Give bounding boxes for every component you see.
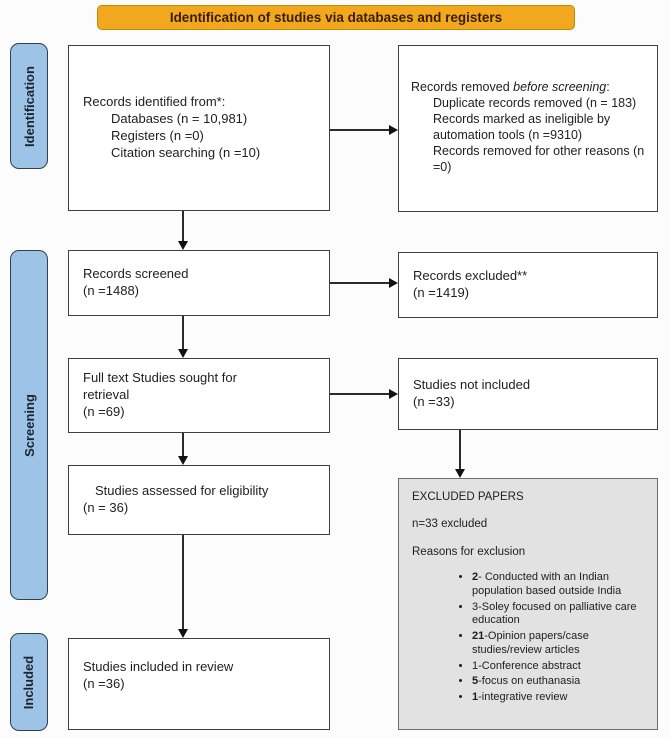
records-excluded-line1: Records excluded** [413, 268, 528, 284]
reason-item: 1-Conference abstract [472, 660, 643, 674]
studies-not-included-count: (n =33) [413, 394, 455, 409]
reason-item: 1-integrative review [472, 691, 643, 705]
box-studies-not-included: Studies not included (n =33) [398, 358, 658, 430]
box-studies-included: Studies included in review (n =36) [68, 638, 330, 730]
box-excluded-papers: EXCLUDED PAPERS n=33 excluded Reasons fo… [398, 478, 658, 730]
reason-item: 5-focus on euthanasia [472, 675, 643, 689]
reason-item: 2- Conducted with an Indian population b… [472, 571, 643, 599]
box-records-screened: Records screened (n =1488) [68, 250, 330, 316]
records-identified-registers: Registers (n =0) [111, 128, 204, 143]
records-identified-title: Records identified from*: [83, 94, 226, 110]
records-identified-citation: Citation searching (n =10) [111, 144, 261, 160]
banner-title: Identification of studies via databases … [97, 5, 575, 30]
reason-item: 3-Soley focused on palliative care educa… [472, 601, 643, 629]
studies-included-line1: Studies included in review [83, 659, 234, 674]
sidebar-label-included: Included [10, 633, 48, 731]
sidebar-label-identification: Identification [10, 43, 48, 169]
records-removed-duplicates: Duplicate records removed (n = 183) [433, 96, 637, 110]
records-removed-other: Records removed for other reasons (n =0) [433, 144, 645, 174]
fulltext-sought-count: (n =69) [83, 403, 125, 419]
fulltext-sought-line1: Full text Studies sought for [83, 370, 237, 386]
studies-assessed-count: (n = 36) [83, 500, 129, 515]
box-records-identified: Records identified from*: Databases (n =… [68, 45, 330, 211]
excluded-papers-heading: EXCLUDED PAPERS [412, 491, 524, 503]
sidebar-label-identification-text: Identification [21, 65, 37, 147]
box-studies-assessed: Studies assessed for eligibility (n = 36… [68, 465, 330, 535]
sidebar-label-screening: Screening [10, 250, 48, 600]
box-fulltext-sought: Full text Studies sought for retrieval (… [68, 358, 330, 433]
records-screened-line1: Records screened [83, 266, 189, 282]
studies-included-count: (n =36) [83, 675, 125, 691]
sidebar-label-included-text: Included [21, 655, 37, 709]
records-excluded-count: (n =1419) [413, 285, 470, 300]
excluded-papers-count: n=33 excluded [412, 518, 488, 531]
box-records-excluded: Records excluded** (n =1419) [398, 252, 658, 318]
reason-item: 21-Opinion papers/case studies/review ar… [472, 630, 643, 658]
records-identified-databases: Databases (n = 10,981) [111, 111, 248, 127]
records-screened-count: (n =1488) [83, 283, 140, 298]
studies-not-included-line1: Studies not included [413, 377, 531, 393]
sidebar-label-screening-text: Screening [21, 393, 37, 457]
records-removed-title: Records removed before screening: [411, 80, 610, 94]
box-records-removed: Records removed before screening: Duplic… [398, 45, 658, 212]
fulltext-sought-line2: retrieval [83, 387, 130, 403]
excluded-papers-reason-list: 2- Conducted with an Indian population b… [460, 571, 647, 705]
studies-assessed-line1: Studies assessed for eligibility [95, 483, 269, 499]
excluded-papers-reasons-label: Reasons for exclusion [412, 545, 526, 558]
records-removed-automation: Records marked as ineligible by automati… [433, 112, 611, 142]
